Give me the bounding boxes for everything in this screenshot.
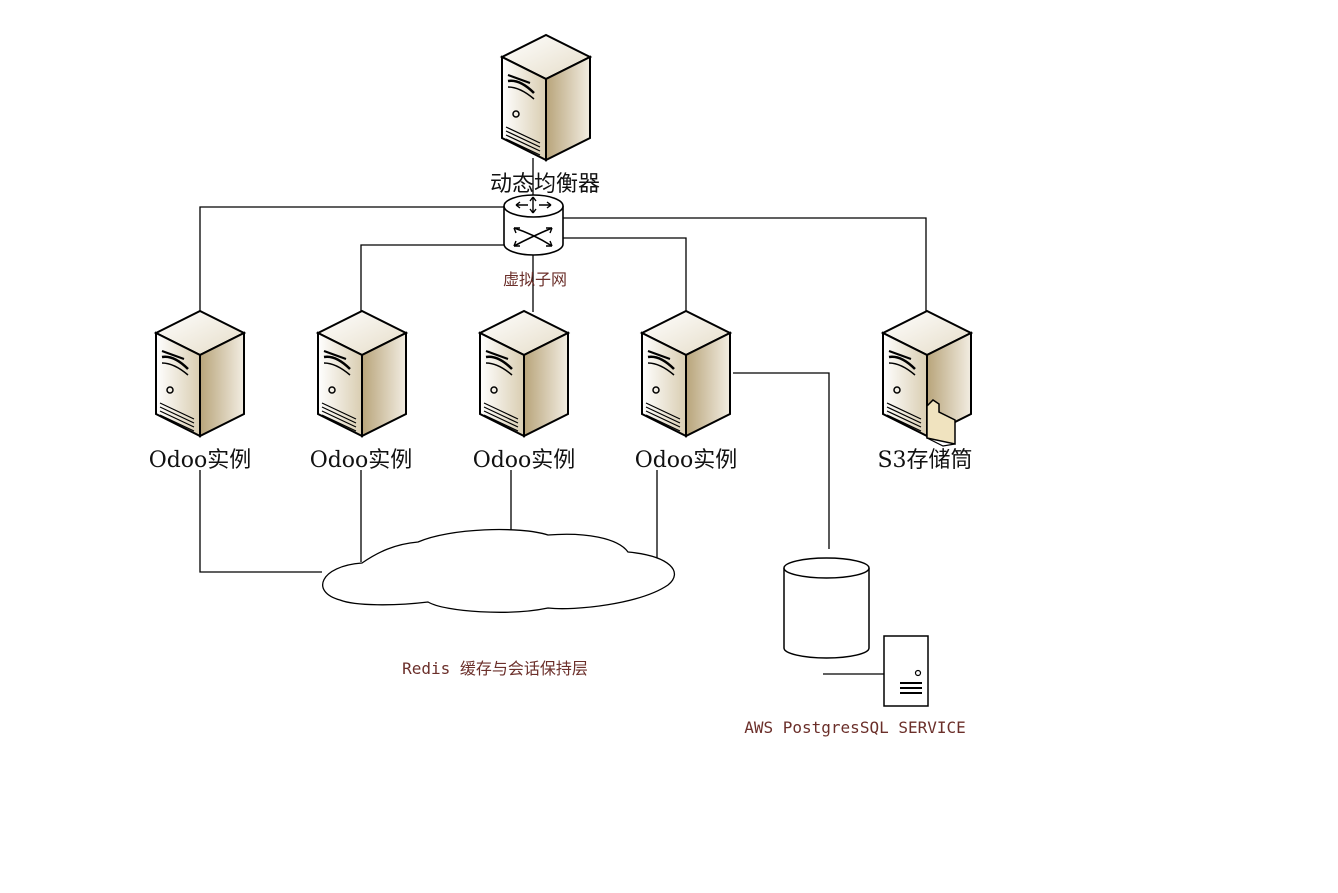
server-icon [154, 309, 246, 438]
odoo-instance-4: Odoo实例 [635, 309, 738, 473]
folder-icon [926, 399, 956, 447]
odoo-instance-1: Odoo实例 [149, 309, 252, 473]
database-label: AWS PostgresSQL SERVICE [744, 718, 966, 737]
router-icon [503, 194, 564, 256]
connection-lines [199, 158, 927, 675]
s3-storage-server: S3存储筒 [877, 309, 973, 473]
router-label: 虚拟子网 [503, 270, 567, 289]
load-balancer-server: 动态均衡器 [490, 33, 600, 197]
odoo-instance-3: Odoo实例 [473, 309, 576, 473]
instance-label: Odoo实例 [635, 448, 738, 473]
instance-label: Odoo实例 [310, 448, 413, 473]
postgres-database: AWS PostgresSQL SERVICE [744, 557, 966, 737]
instance-label: Odoo实例 [149, 448, 252, 473]
storage-label: S3存储筒 [877, 448, 972, 473]
db-server-icon [883, 635, 929, 707]
server-icon [478, 309, 570, 438]
instance-label: Odoo实例 [473, 448, 576, 473]
redis-label: Redis 缓存与会话保持层 [402, 659, 588, 678]
database-icon [783, 557, 870, 659]
server-icon [640, 309, 732, 438]
load-balancer-label: 动态均衡器 [490, 172, 600, 197]
cloud-icon [322, 528, 676, 613]
server-icon [500, 33, 592, 162]
odoo-instance-2: Odoo实例 [310, 309, 413, 473]
router: 虚拟子网 [503, 194, 567, 289]
server-icon [316, 309, 408, 438]
redis-cache-layer: Redis 缓存与会话保持层 [322, 528, 676, 678]
